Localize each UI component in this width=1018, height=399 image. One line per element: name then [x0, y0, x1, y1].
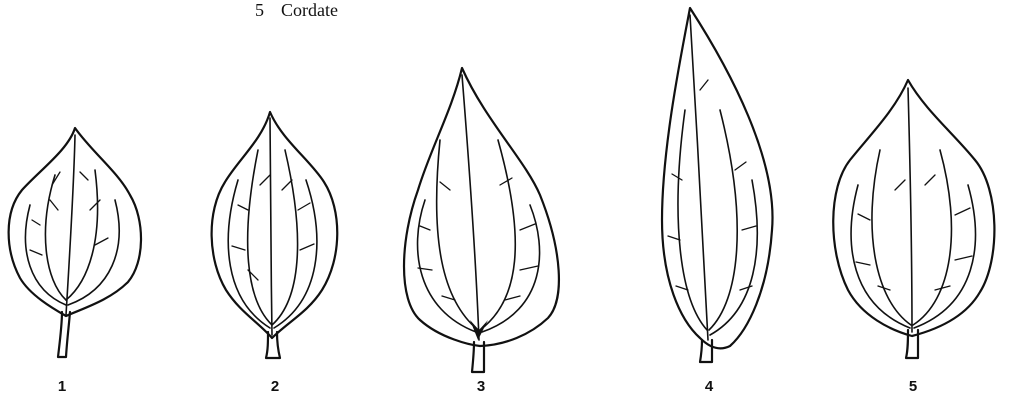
leaf-1-midrib: [66, 135, 75, 315]
leaf-3-midrib: [462, 75, 479, 340]
leaf-2-outline: [212, 112, 338, 338]
leaf-4-drawing: [662, 8, 773, 362]
leaf-label-3: 3: [466, 378, 496, 395]
leaf-3-outline: [404, 68, 559, 346]
leaf-4-midrib: [690, 15, 708, 340]
leaf-2-midrib: [270, 118, 272, 335]
leaf-label-5: 5: [898, 378, 928, 395]
leaf-label-2: 2: [260, 378, 290, 395]
leaf-3-drawing: [404, 68, 559, 372]
leaf-1-drawing: [9, 128, 141, 357]
leaf-label-1: 1: [47, 378, 77, 395]
leaf-label-4: 4: [694, 378, 724, 395]
leaf-5-midrib: [908, 88, 912, 332]
leaf-2-drawing: [212, 112, 338, 358]
leaf-5-drawing: [833, 80, 994, 358]
leaf-1-petiole: [58, 312, 70, 357]
